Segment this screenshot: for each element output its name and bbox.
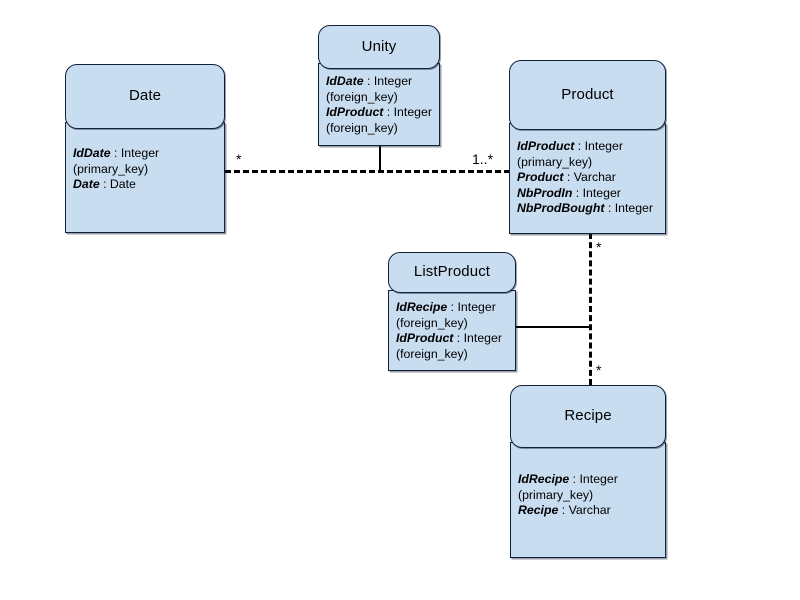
attribute-type-sep: : xyxy=(363,74,374,88)
uml-class-date[interactable]: Date IdDate : Integer (primary_key) Date… xyxy=(65,64,225,234)
attribute-name: IdProduct xyxy=(396,331,454,346)
attribute-type: (foreign_key) xyxy=(326,120,398,135)
class-body-unity xyxy=(318,63,440,146)
attribute-type-sep: : xyxy=(572,185,583,200)
attribute-type: (primary_key) xyxy=(517,154,593,169)
attribute-type: (foreign_key) xyxy=(396,315,468,330)
attribute-row: Product : Varchar xyxy=(517,170,660,186)
attribute-type: (foreign_key) xyxy=(396,346,468,361)
class-header-unity: Unity xyxy=(318,25,440,69)
attribute-row: (primary_key) xyxy=(518,488,660,504)
class-attributes-date: IdDate : Integer (primary_key) Date : Da… xyxy=(73,146,219,193)
attribute-row: (foreign_key) xyxy=(326,90,434,106)
uml-class-listproduct[interactable]: ListProduct IdRecipe : Integer (foreign_… xyxy=(388,252,516,371)
uml-class-product[interactable]: Product IdProduct : Integer (primary_key… xyxy=(509,60,666,234)
attribute-type-sep: : xyxy=(447,300,458,314)
attribute-row: IdRecipe : Integer xyxy=(518,472,660,488)
attribute-type: Integer xyxy=(614,201,653,216)
class-header-recipe: Recipe xyxy=(510,385,666,448)
attribute-row: IdProduct : Integer xyxy=(517,139,660,155)
attribute-name: IdDate xyxy=(326,74,364,88)
attribute-name: NbProdBought xyxy=(517,201,605,216)
class-body-product xyxy=(509,123,666,234)
attribute-row: (foreign_key) xyxy=(326,121,434,137)
attribute-name: Recipe xyxy=(518,503,559,518)
attribute-row: (foreign_key) xyxy=(396,316,510,332)
class-attributes-listproduct: IdRecipe : Integer (foreign_key) IdProdu… xyxy=(396,300,510,362)
attribute-row: (primary_key) xyxy=(73,162,219,178)
class-header-date: Date xyxy=(65,64,225,129)
attribute-row: IdProduct : Integer xyxy=(396,331,510,347)
attribute-type: Date xyxy=(109,177,136,192)
association-date-product-dashed-line xyxy=(225,170,510,173)
attribute-row: IdProduct : Integer xyxy=(326,105,434,121)
class-body-listproduct xyxy=(388,290,516,371)
attribute-type: Integer xyxy=(582,185,621,200)
attribute-name: Product xyxy=(517,170,564,185)
attribute-name: IdRecipe xyxy=(518,472,570,486)
association-class-stem-listproduct xyxy=(516,326,591,328)
attribute-type: Integer xyxy=(463,331,502,346)
association-class-stem-unity xyxy=(379,145,381,171)
multiplicity-date-side: * xyxy=(236,151,242,167)
uml-class-unity[interactable]: Unity IdDate : Integer (foreign_key) IdP… xyxy=(318,25,440,146)
attribute-type: Integer xyxy=(120,146,160,160)
attribute-type: (primary_key) xyxy=(73,161,149,176)
attribute-type-sep: : xyxy=(110,146,121,160)
class-attributes-recipe: IdRecipe : Integer (primary_key) Recipe … xyxy=(518,472,660,519)
attribute-type: Integer xyxy=(579,472,618,486)
attribute-type: (foreign_key) xyxy=(326,89,398,104)
attribute-type-sep: : xyxy=(453,331,464,346)
class-attributes-product: IdProduct : Integer (primary_key) Produc… xyxy=(517,139,660,217)
attribute-type-sep: : xyxy=(383,105,394,120)
attribute-type-sep: : xyxy=(604,201,615,216)
multiplicity-product-side: 1..* xyxy=(472,151,494,167)
attribute-row: NbProdBought : Integer xyxy=(517,201,660,217)
class-name-unity: Unity xyxy=(361,37,397,55)
attribute-name: IdDate xyxy=(73,146,111,160)
attribute-type: Integer xyxy=(457,300,496,314)
attribute-type: Varchar xyxy=(568,503,611,518)
multiplicity-product-bottom: * xyxy=(596,239,602,255)
attribute-type-sep: : xyxy=(569,472,580,486)
attribute-type-sep: : xyxy=(574,139,585,153)
class-name-date: Date xyxy=(128,87,162,105)
class-header-listproduct: ListProduct xyxy=(388,252,516,293)
attribute-row: IdDate : Integer xyxy=(326,74,434,90)
attribute-type: (primary_key) xyxy=(518,487,594,502)
attribute-type: Integer xyxy=(393,105,432,120)
association-product-recipe-dashed-line xyxy=(589,233,592,385)
attribute-row: IdDate : Integer xyxy=(73,146,219,162)
class-attributes-unity: IdDate : Integer (foreign_key) IdProduct… xyxy=(326,74,434,136)
attribute-row: NbProdIn : Integer xyxy=(517,186,660,202)
attribute-type-sep: : xyxy=(99,177,110,192)
class-name-product: Product xyxy=(561,85,614,103)
class-name-recipe: Recipe xyxy=(564,407,612,425)
class-body-recipe xyxy=(510,442,666,558)
attribute-row: IdRecipe : Integer xyxy=(396,300,510,316)
attribute-row: Date : Date xyxy=(73,177,219,193)
class-name-listproduct: ListProduct xyxy=(413,263,491,281)
uml-class-recipe[interactable]: Recipe IdRecipe : Integer (primary_key) … xyxy=(510,385,666,558)
attribute-name: IdProduct xyxy=(517,139,575,153)
attribute-name: Date xyxy=(73,177,100,192)
attribute-type: Varchar xyxy=(573,170,616,185)
attribute-name: IdProduct xyxy=(326,105,384,120)
attribute-type-sep: : xyxy=(558,503,569,518)
attribute-type-sep: : xyxy=(563,170,574,185)
attribute-row: Recipe : Varchar xyxy=(518,503,660,519)
attribute-row: (foreign_key) xyxy=(396,347,510,363)
class-header-product: Product xyxy=(509,60,666,130)
attribute-name: NbProdIn xyxy=(517,185,573,200)
attribute-row: (primary_key) xyxy=(517,155,660,171)
attribute-type: Integer xyxy=(584,139,623,153)
attribute-name: IdRecipe xyxy=(396,300,448,314)
multiplicity-recipe-top: * xyxy=(596,362,602,378)
attribute-type: Integer xyxy=(373,74,413,88)
class-body-date xyxy=(65,122,225,233)
